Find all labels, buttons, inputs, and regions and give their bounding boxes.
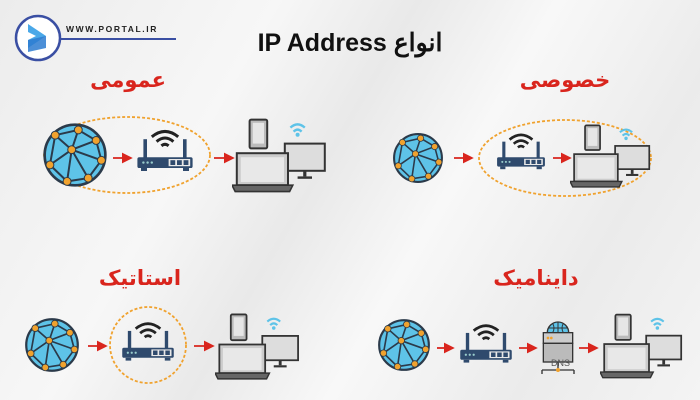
dns-server-icon: DNS [541,321,575,375]
globe-icon [393,133,443,183]
section-dynamic-diagram: DNS [378,313,683,379]
site-url: WWW.PORTAL.IR [66,24,158,34]
site-underline [60,38,176,40]
section-static-diagram [25,306,300,384]
router-icon [458,324,514,365]
devices-icon [600,313,683,379]
globe-icon [43,123,107,187]
section-title-private: خصوصی [519,68,611,92]
dns-label: DNS [551,358,570,368]
globe-icon [378,319,430,371]
section-title-dynamic: داینامیک [493,266,579,290]
router-icon [135,129,195,173]
router-icon [120,322,176,363]
devices-icon [232,118,326,193]
dashed-outline [109,306,187,384]
page-title: انواع IP Address [257,29,443,57]
globe-icon [25,318,79,372]
devices-icon [215,313,300,380]
dashed-outline [478,119,652,197]
section-public-diagram [43,116,326,194]
section-title-static: استاتیک [98,266,182,290]
router-icon [495,133,547,171]
section-private-diagram [393,119,652,197]
section-title-public: عمومی [90,68,166,92]
